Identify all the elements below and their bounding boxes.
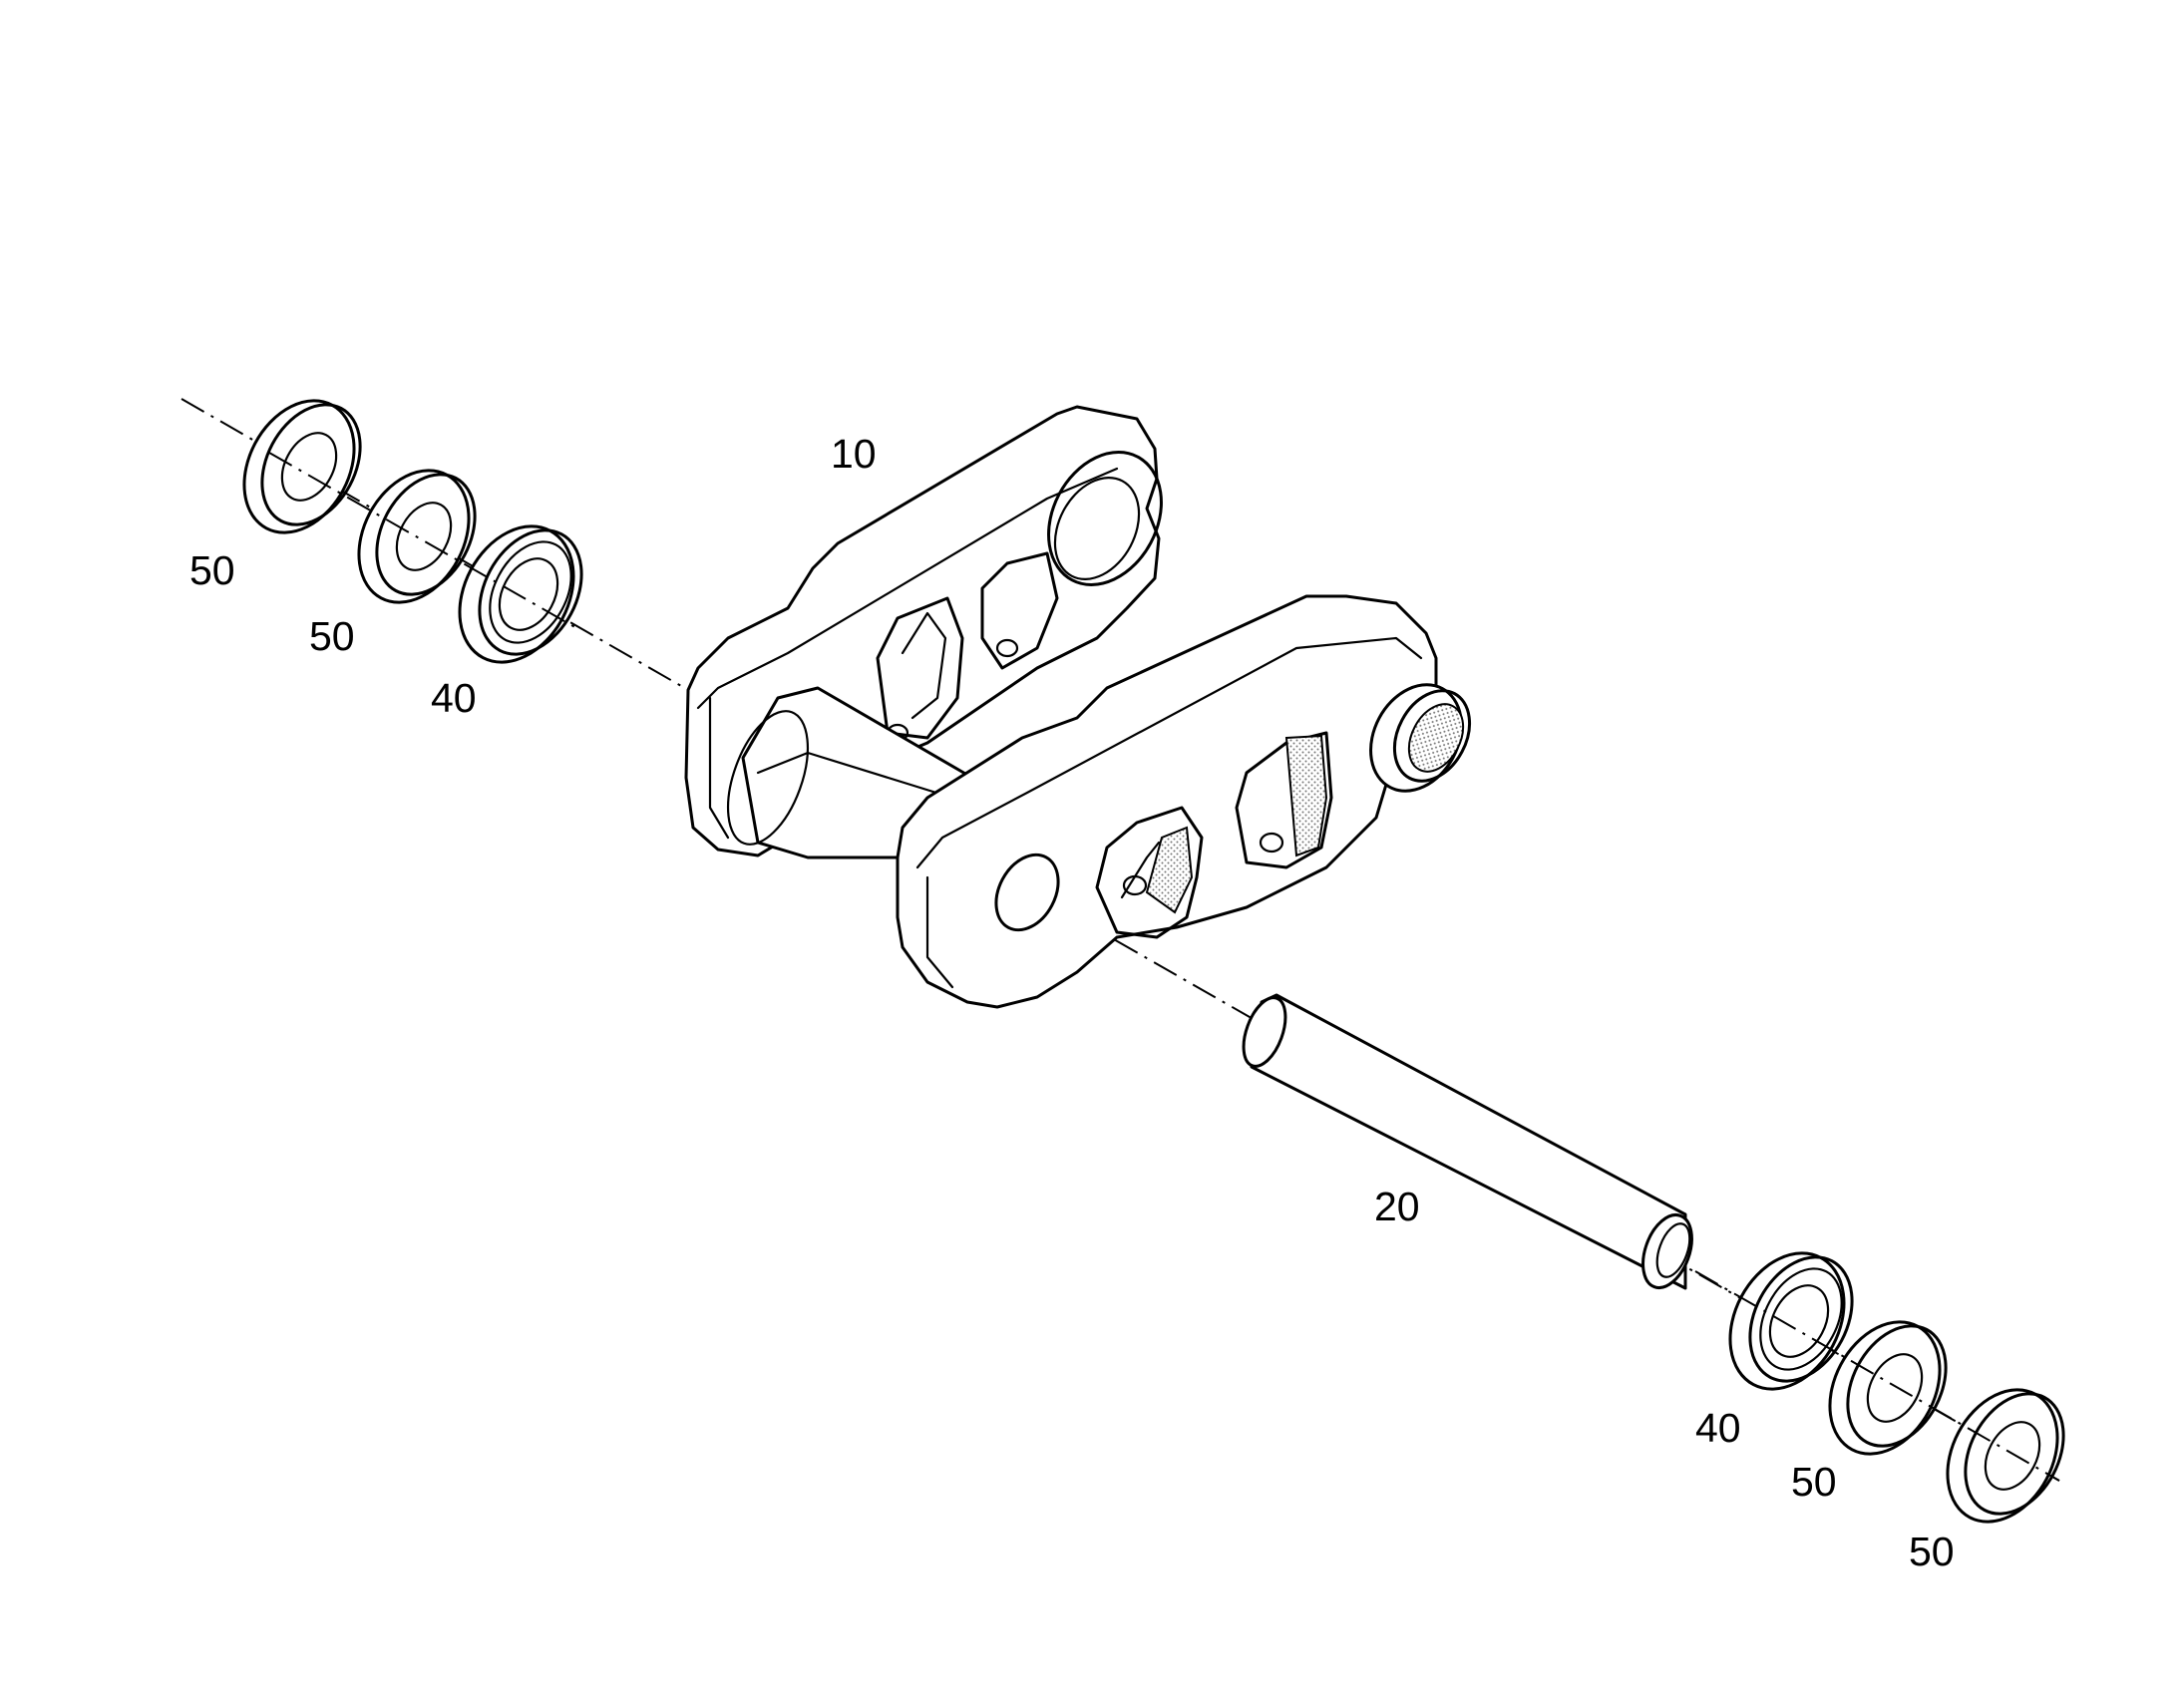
center-axis-through-right-parts: [1694, 1270, 2060, 1482]
washer-50-left-outer: [242, 399, 362, 534]
callout-40-lower: 40: [1695, 1405, 1741, 1451]
pin-20: [1242, 993, 1693, 1290]
callout-50-upper-middle: 50: [309, 613, 355, 659]
washer-50-right-inner: [1828, 1320, 1948, 1456]
callout-10: 10: [831, 431, 877, 477]
callout-50-upper-left: 50: [189, 547, 235, 593]
washer-50-left-inner: [357, 469, 477, 604]
washer-50-right-outer: [1946, 1388, 2065, 1524]
center-axis-through-left-parts: [268, 452, 579, 630]
track-link-10: [684, 405, 1472, 1009]
callout-50-lower-middle: 50: [1791, 1459, 1837, 1505]
callout-20: 20: [1374, 1184, 1420, 1229]
callout-50-lower-right: 50: [1909, 1529, 1955, 1574]
callout-40-upper: 40: [431, 675, 477, 721]
